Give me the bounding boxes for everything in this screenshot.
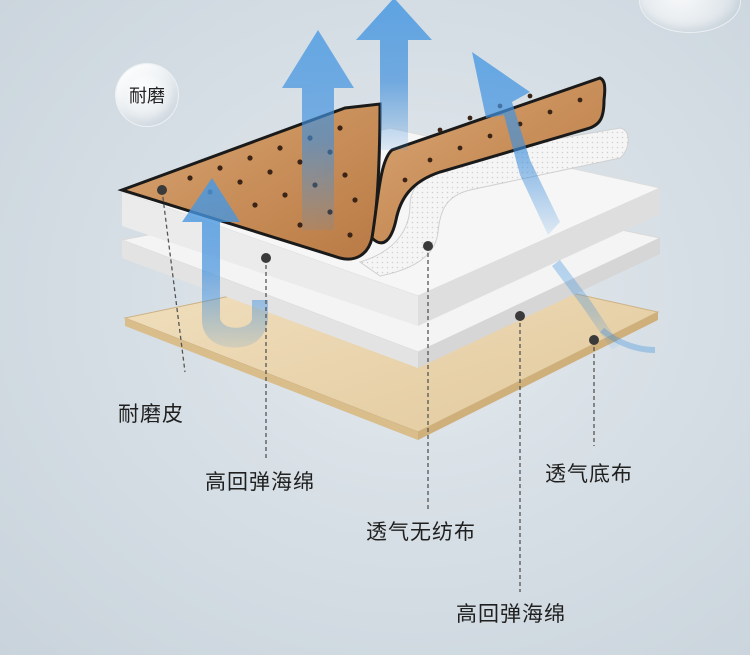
callout-lines [161, 189, 595, 592]
label-abrasion-leather: 耐磨皮 [118, 402, 184, 426]
label-breathable-base-cloth: 透气底布 [545, 462, 633, 486]
airflow-arrow-icon [182, 0, 656, 353]
label-high-resilience-sponge-1: 高回弹海绵 [205, 470, 315, 494]
label-breathable-nonwoven: 透气无纺布 [366, 520, 476, 544]
badge-text: 耐磨 [129, 86, 165, 107]
callout-dots [157, 185, 599, 345]
nonwoven-layer [358, 127, 629, 277]
label-high-resilience-sponge-2: 高回弹海绵 [456, 602, 566, 626]
abrasion-badge: 耐磨 [116, 64, 178, 126]
